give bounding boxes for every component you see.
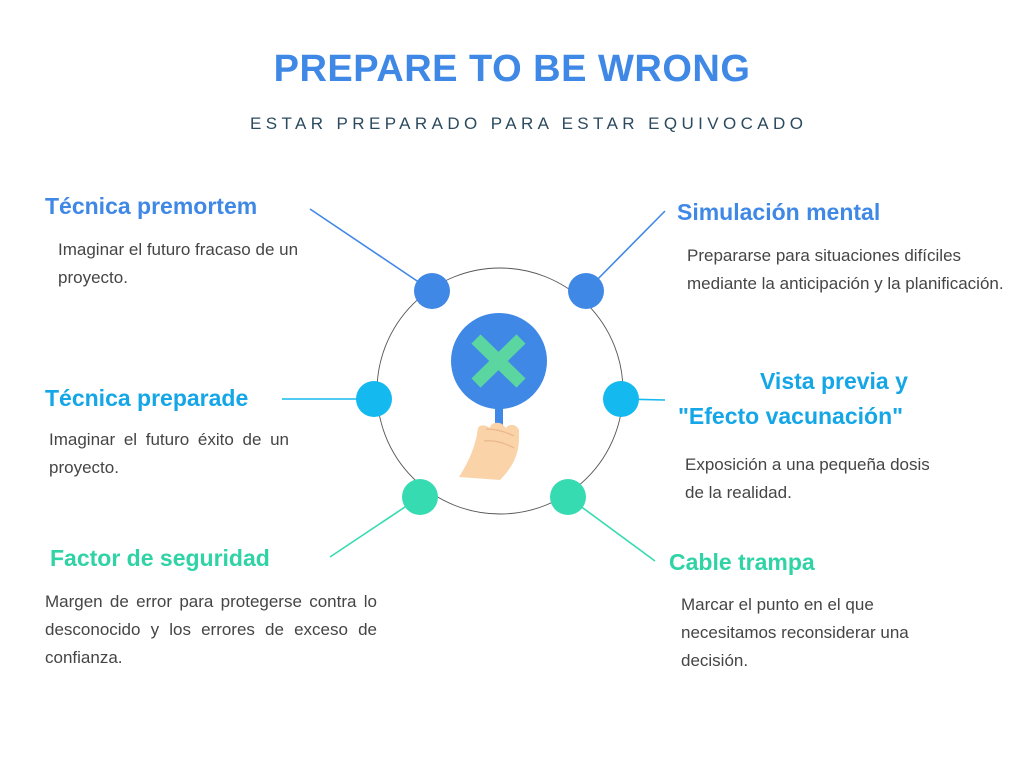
connector-cable-trampa	[567, 496, 656, 562]
page-subtitle: ESTAR PREPARADO PARA ESTAR EQUIVOCADO	[250, 114, 808, 133]
node-dot-seguridad	[402, 479, 438, 515]
node-title-vista-previa-line1: Vista previa y	[760, 368, 908, 394]
node-title-simulacion: Simulación mental	[677, 199, 881, 225]
hand-holding-x-sign-icon	[451, 313, 547, 480]
page-title: PREPARE TO BE WRONG	[273, 48, 751, 90]
node-title-vista-previa-line2: "Efecto vacunación"	[678, 403, 904, 429]
node-title-preparade: Técnica preparade	[45, 385, 249, 411]
node-title-seguridad: Factor de seguridad	[50, 545, 270, 571]
node-title-cable-trampa: Cable trampa	[669, 549, 815, 575]
node-dot-simulacion	[568, 273, 604, 309]
connector-simulacion	[585, 210, 666, 292]
node-dot-cable-trampa	[550, 479, 586, 515]
node-description-premortem: Imaginar el futuro fracaso de un proyect…	[58, 240, 299, 287]
node-dot-premortem	[414, 273, 450, 309]
node-title-premortem: Técnica premortem	[45, 193, 258, 219]
node-description-simulacion: Prepararse para situaciones difíciles me…	[687, 246, 1004, 293]
node-description-cable-trampa: Marcar el punto en el que necesitamos re…	[681, 595, 909, 670]
connector-seguridad	[329, 496, 421, 558]
connector-premortem	[309, 208, 433, 292]
node-description-preparade: Imaginar el futuro éxito de un proyecto.	[49, 430, 289, 477]
node-dot-vista-previa	[603, 381, 639, 417]
node-description-vista-previa: Exposición a una pequeña dosis de la rea…	[685, 455, 930, 502]
node-dot-preparade	[356, 381, 392, 417]
node-description-seguridad: Margen de error para protegerse contra l…	[45, 592, 377, 667]
